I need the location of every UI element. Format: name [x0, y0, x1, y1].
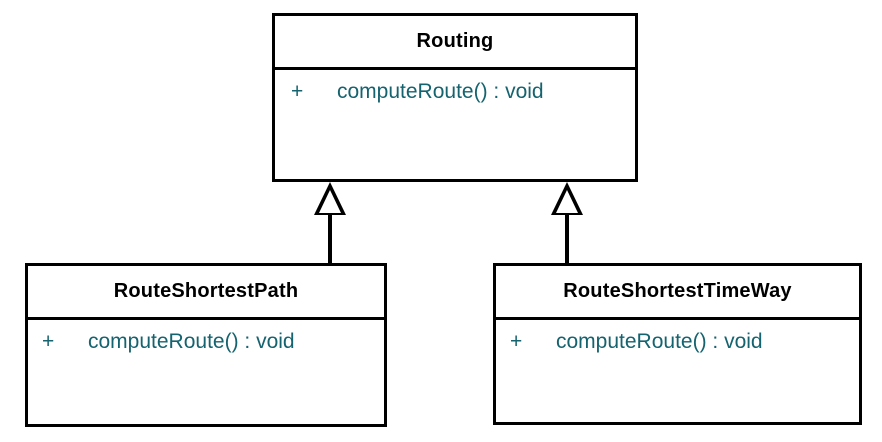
generalization-line [328, 213, 332, 265]
uml-class-route-shortest-path[interactable]: RouteShortestPath + computeRoute() : voi… [25, 263, 387, 427]
visibility-marker: + [510, 330, 523, 353]
method-row: + computeRoute() : void [275, 80, 635, 104]
method-signature: computeRoute() : void [556, 330, 763, 353]
method-compartment-routing: + computeRoute() : void [275, 70, 635, 104]
method-signature: computeRoute() : void [337, 80, 544, 103]
class-name-route-shortest-time-way: RouteShortestTimeWay [496, 266, 859, 320]
uml-class-route-shortest-time-way[interactable]: RouteShortestTimeWay + computeRoute() : … [493, 263, 862, 425]
method-compartment-route-shortest-time-way: + computeRoute() : void [496, 320, 859, 354]
uml-class-routing[interactable]: Routing + computeRoute() : void [272, 13, 638, 182]
visibility-marker: + [291, 80, 304, 103]
class-name-route-shortest-path: RouteShortestPath [28, 266, 384, 320]
generalization-line [565, 213, 569, 265]
visibility-marker: + [42, 330, 55, 353]
generalization-triangle-fill [556, 190, 578, 213]
class-name-routing: Routing [275, 16, 635, 70]
method-compartment-route-shortest-path: + computeRoute() : void [28, 320, 384, 354]
method-signature: computeRoute() : void [88, 330, 295, 353]
generalization-triangle-fill [319, 190, 341, 213]
method-row: + computeRoute() : void [496, 330, 859, 354]
method-row: + computeRoute() : void [28, 330, 384, 354]
